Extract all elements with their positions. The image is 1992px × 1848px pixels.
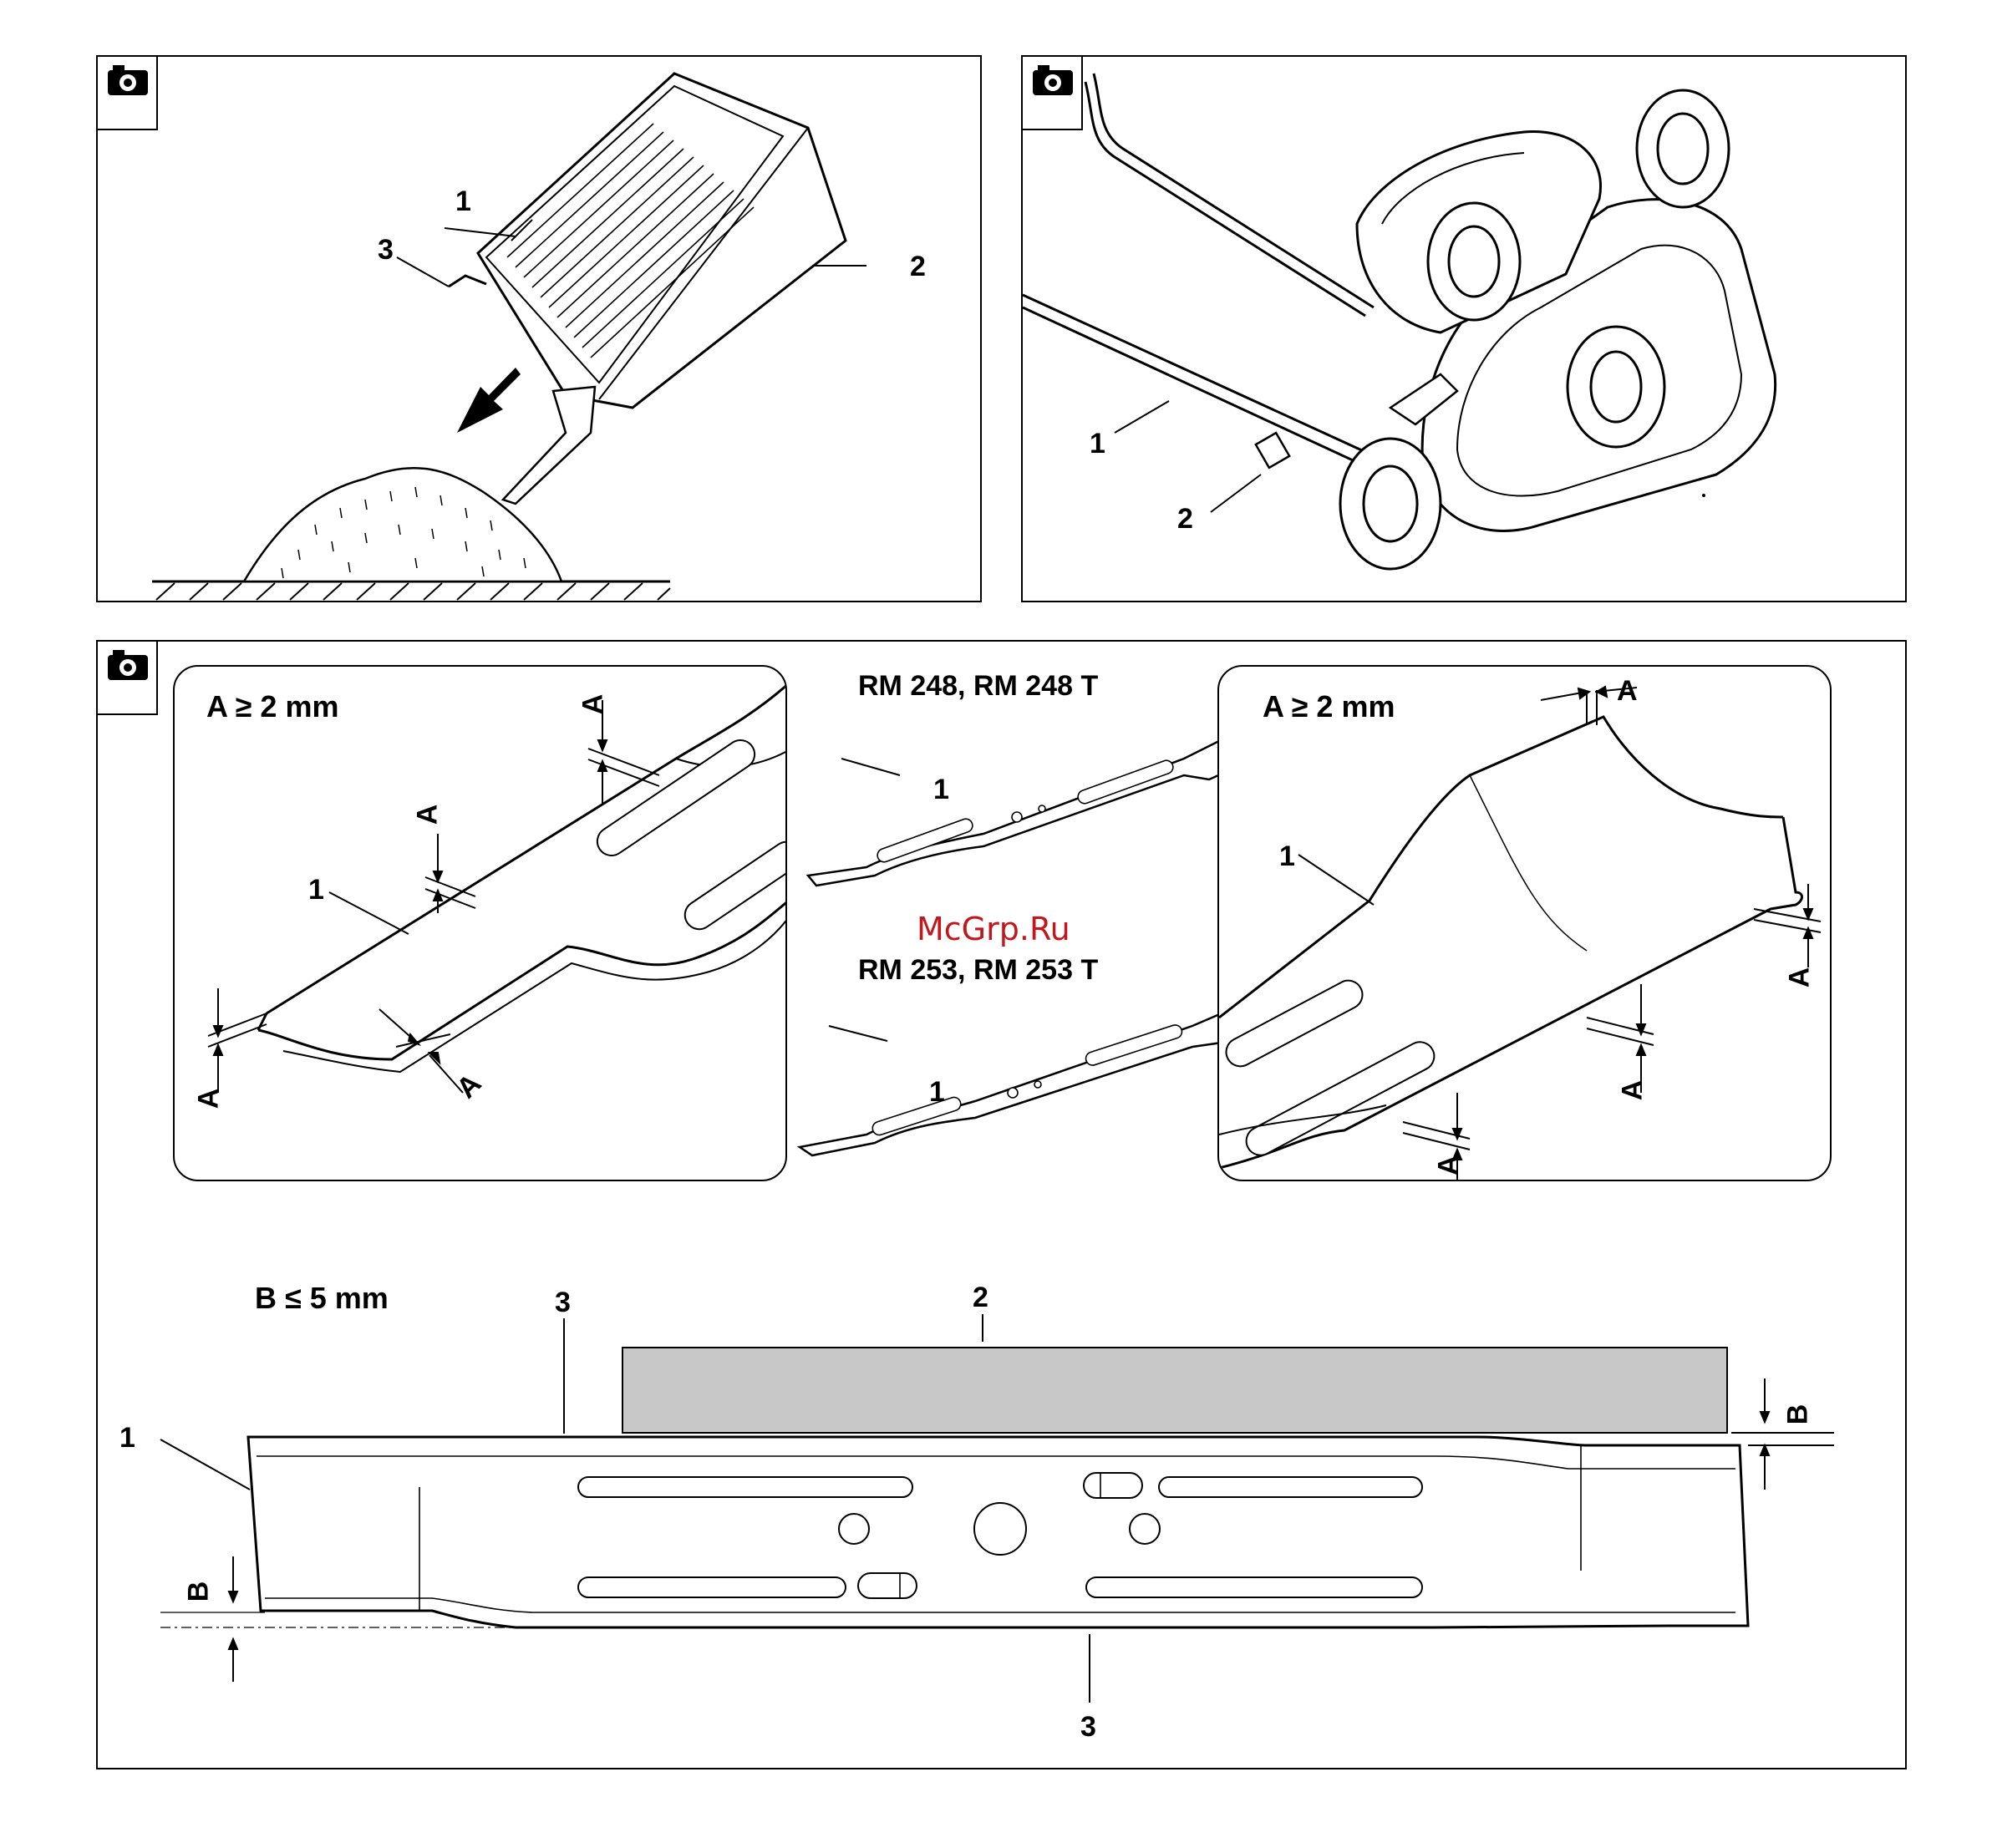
grass-catcher-illustration: [98, 57, 983, 604]
callout-2: 2: [1177, 505, 1193, 533]
figure-panel-mower: 1 2: [1021, 55, 1907, 602]
callout-1: 1: [119, 1424, 135, 1452]
callout-2: 2: [910, 252, 926, 281]
callout-3: 3: [1080, 1713, 1096, 1741]
arrow-down-left-icon: [457, 368, 521, 433]
callout-3: 3: [555, 1288, 571, 1317]
figure-panel-blade-check: A ≥ 2 mm 1 A A A A RM 248, RM 248 T 1 Mc…: [96, 640, 1907, 1769]
callout-1: 1: [1090, 429, 1105, 458]
callout-3: 3: [378, 236, 394, 264]
dim-label-b: B: [184, 1581, 212, 1602]
callout-2: 2: [973, 1283, 988, 1312]
straightedge: [622, 1348, 1727, 1433]
mower-illustration: [1023, 57, 1908, 604]
callout-1: 1: [455, 187, 471, 216]
figure-panel-grass-catcher: 1 2 3: [96, 55, 982, 602]
blade-flatness-illustration: [98, 642, 1908, 1771]
dim-label-b: B: [1783, 1404, 1812, 1425]
